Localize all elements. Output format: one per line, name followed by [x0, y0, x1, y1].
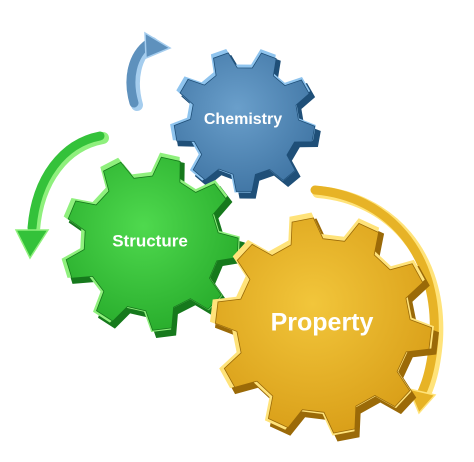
arrow-yellow-head	[407, 387, 437, 415]
gear-property-label: Property	[271, 309, 374, 337]
arrow-blue	[126, 31, 172, 111]
gear-chemistry: Chemistry	[170, 49, 321, 199]
gear-chemistry-label: Chemistry	[204, 111, 282, 128]
gear-structure-body	[65, 156, 239, 331]
gear-structure-label: Structure	[112, 231, 188, 250]
arrow-blue-head	[144, 31, 172, 60]
gear-property: Property	[210, 212, 439, 442]
arrow-green	[14, 131, 109, 260]
arrow-yellow	[310, 185, 444, 415]
gear-structure: Structure	[61, 152, 245, 338]
gear-chemistry-body	[173, 52, 316, 192]
arrow-blue-body	[126, 38, 154, 108]
arrow-green-body	[27, 131, 105, 233]
gear-property-body	[214, 217, 433, 434]
arrow-green-head	[14, 229, 50, 260]
arrow-yellow-body	[310, 185, 439, 401]
